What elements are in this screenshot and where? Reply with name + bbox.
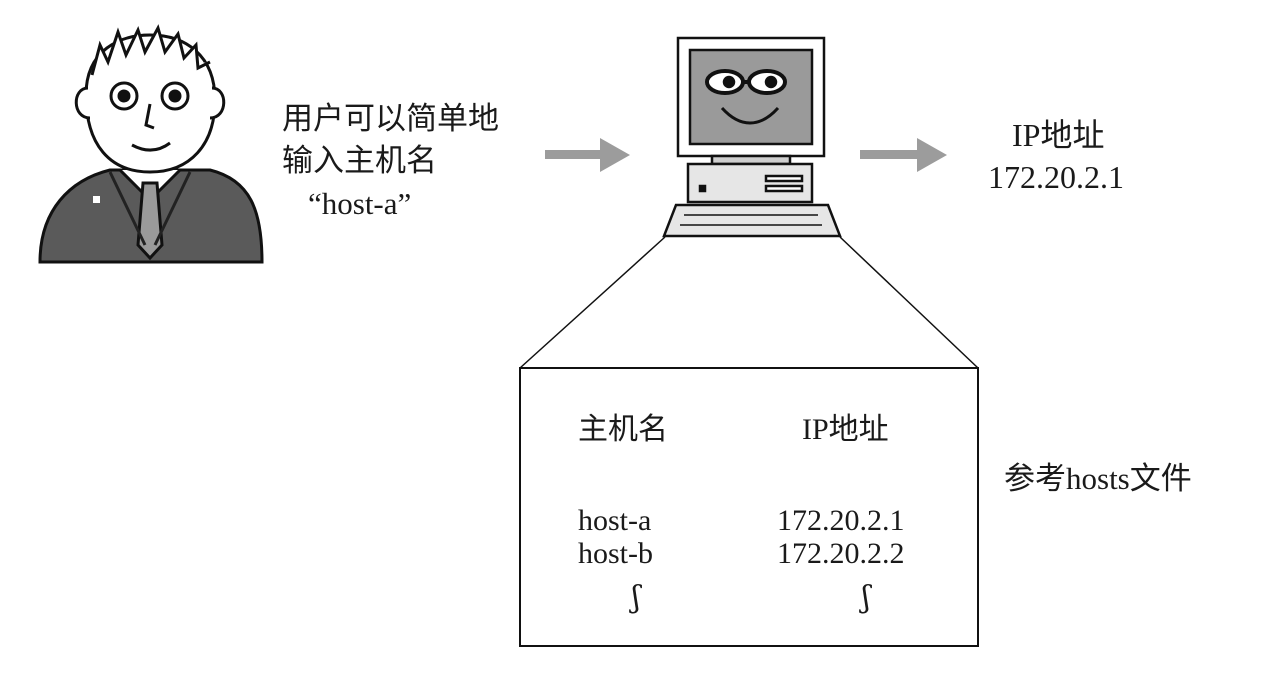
computer-icon — [664, 38, 840, 236]
user-caption-hostname: “host-a” — [308, 187, 411, 221]
table-row-1-ip: 172.20.2.1 — [777, 505, 905, 537]
hosts-file-caption: 参考hosts文件 — [1004, 460, 1192, 498]
table-row-1-hostname: host-a — [578, 505, 651, 537]
table-row-2-ip: 172.20.2.2 — [777, 538, 905, 570]
arrow-right-icon — [545, 138, 630, 172]
column-header-hostname: 主机名 — [578, 414, 668, 446]
result-ip-value: 172.20.2.1 — [988, 160, 1124, 194]
user-person-icon — [40, 28, 262, 262]
result-label: IP地址 — [1012, 118, 1104, 152]
continuation-mark-hostname: ʃ — [632, 580, 640, 615]
table-row-2-hostname: host-b — [578, 538, 653, 570]
arrow-right-icon — [860, 138, 947, 172]
user-caption-line-2: 输入主机名 — [282, 142, 437, 180]
callout-lines — [520, 237, 978, 368]
user-caption-line-1: 用户可以简单地 — [282, 100, 499, 138]
continuation-mark-ip: ʃ — [862, 580, 870, 615]
column-header-ip: IP地址 — [802, 414, 889, 446]
